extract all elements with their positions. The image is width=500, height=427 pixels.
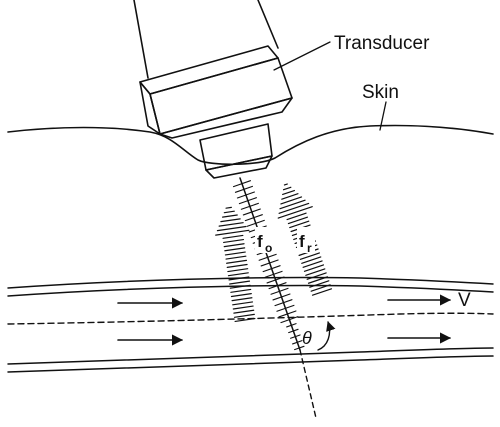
emitted-wave-arrow bbox=[215, 206, 256, 323]
transducer-leader-line bbox=[273, 41, 331, 71]
vessel-walls bbox=[7, 276, 494, 373]
skin-label: Skin bbox=[362, 82, 399, 103]
transducer-body bbox=[139, 45, 293, 179]
reflected-frequency-symbol: f bbox=[299, 232, 305, 251]
flow-arrows bbox=[117, 294, 452, 346]
skin-leader-line bbox=[379, 101, 387, 131]
angle-label: θ bbox=[302, 328, 312, 348]
skin-surface bbox=[7, 124, 494, 166]
velocity-label: V bbox=[458, 290, 471, 311]
beam-axis-extension bbox=[299, 349, 317, 419]
transducer-handle bbox=[133, 0, 279, 79]
emitted-frequency-label: f o bbox=[255, 227, 275, 255]
reflected-frequency-label: f r bbox=[297, 227, 315, 255]
transducer-label: Transducer bbox=[334, 33, 430, 54]
emitted-frequency-subscript: o bbox=[265, 241, 272, 255]
angle-arc bbox=[317, 321, 336, 351]
emitted-frequency-symbol: f bbox=[257, 232, 263, 251]
vessel-centerline bbox=[7, 312, 494, 325]
reflected-frequency-subscript: r bbox=[307, 241, 312, 255]
